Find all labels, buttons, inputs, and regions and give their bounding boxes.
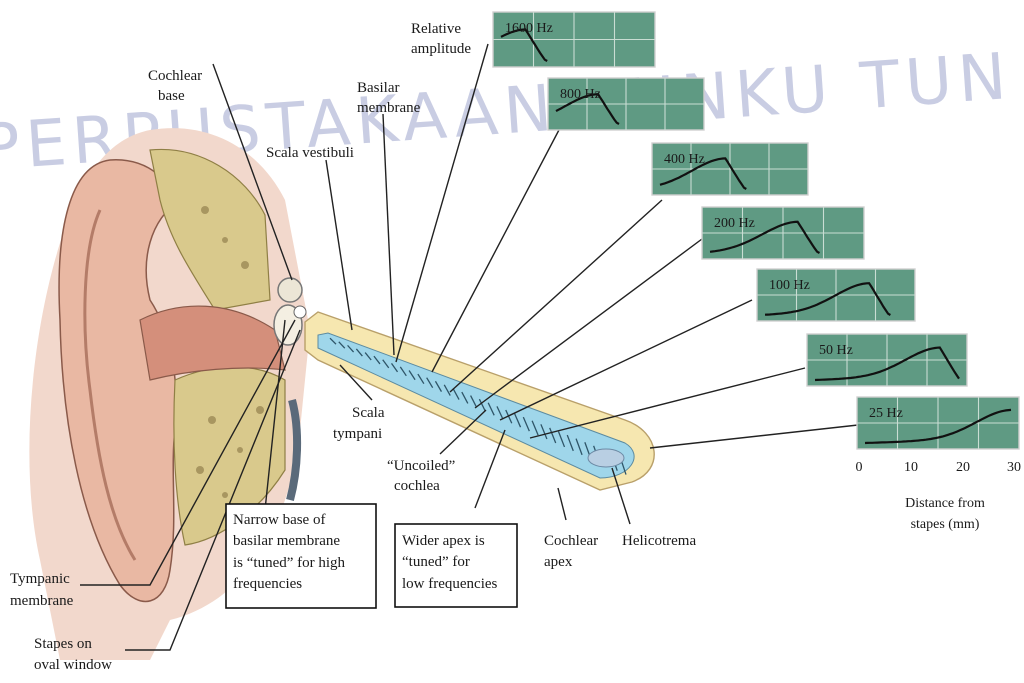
label-uncoiled-2: cochlea	[394, 478, 440, 494]
label-cochlear-base-2: base	[158, 88, 185, 104]
svg-text:is “tuned” for high: is “tuned” for high	[233, 555, 346, 571]
label-scala-vestibuli: Scala vestibuli	[266, 145, 354, 161]
helicotrema	[588, 449, 624, 467]
response-panel-1600hz: 1600 Hz	[493, 12, 655, 67]
label-tympanic-1: Tympanic	[10, 571, 70, 587]
label-relative-amplitude-1: Relative	[411, 21, 461, 37]
panel-frequency-label: 1600 Hz	[505, 21, 553, 36]
label-tympanic-2: membrane	[10, 593, 74, 609]
label-relative-amplitude-2: amplitude	[411, 41, 471, 57]
distance-axis-label-1: Distance from	[905, 496, 985, 511]
panel-frequency-label: 50 Hz	[819, 343, 853, 358]
tick-label-30: 30	[1007, 460, 1021, 475]
tick-label-10: 10	[904, 460, 918, 475]
response-panel-50hz: 50 Hz	[807, 334, 967, 386]
response-panel-100hz: 100 Hz	[757, 269, 915, 321]
label-helicotrema: Helicotrema	[622, 533, 696, 549]
svg-text:Wider apex is: Wider apex is	[402, 533, 485, 549]
svg-text:low frequencies: low frequencies	[402, 576, 498, 592]
label-cochlear-apex-2: apex	[544, 554, 573, 570]
label-basilar-membrane-1: Basilar	[357, 80, 400, 96]
panel-frequency-label: 100 Hz	[769, 278, 810, 293]
uncoiled-cochlea	[305, 312, 654, 490]
svg-text:frequencies: frequencies	[233, 576, 302, 592]
distance-axis-label-2: stapes (mm)	[911, 517, 980, 532]
label-uncoiled-1: “Uncoiled”	[387, 458, 455, 474]
panel-frequency-label: 800 Hz	[560, 87, 601, 102]
response-panel-200hz: 200 Hz	[702, 207, 864, 259]
callout-narrow-base: Narrow base of basilar membrane is “tune…	[226, 504, 376, 608]
response-panel-800hz: 800 Hz	[548, 78, 704, 130]
callout-wider-apex: Wider apex is “tuned” for low frequencie…	[395, 524, 517, 607]
tick-label-20: 20	[956, 460, 970, 475]
svg-text:Narrow base of: Narrow base of	[233, 512, 325, 528]
label-cochlear-apex-1: Cochlear	[544, 533, 598, 549]
panel-frequency-label: 200 Hz	[714, 216, 755, 231]
svg-text:“tuned” for: “tuned” for	[402, 554, 470, 570]
panel-frequency-label: 400 Hz	[664, 152, 705, 167]
label-scala-tympani-2: tympani	[333, 426, 382, 442]
svg-text:basilar membrane: basilar membrane	[233, 533, 340, 549]
label-basilar-membrane-2: membrane	[357, 100, 421, 116]
tick-label-0: 0	[856, 460, 863, 475]
label-stapes-1: Stapes on	[34, 636, 92, 652]
response-panel-25hz: 25 Hz	[857, 397, 1019, 449]
label-cochlear-base-1: Cochlear	[148, 68, 202, 84]
label-scala-tympani-1: Scala	[352, 405, 385, 421]
distance-axis: 0 10 20 30 Distance from stapes (mm)	[856, 460, 1022, 532]
label-stapes-2: oval window	[34, 657, 112, 673]
response-panel-400hz: 400 Hz	[652, 143, 808, 195]
panel-frequency-label: 25 Hz	[869, 406, 903, 421]
